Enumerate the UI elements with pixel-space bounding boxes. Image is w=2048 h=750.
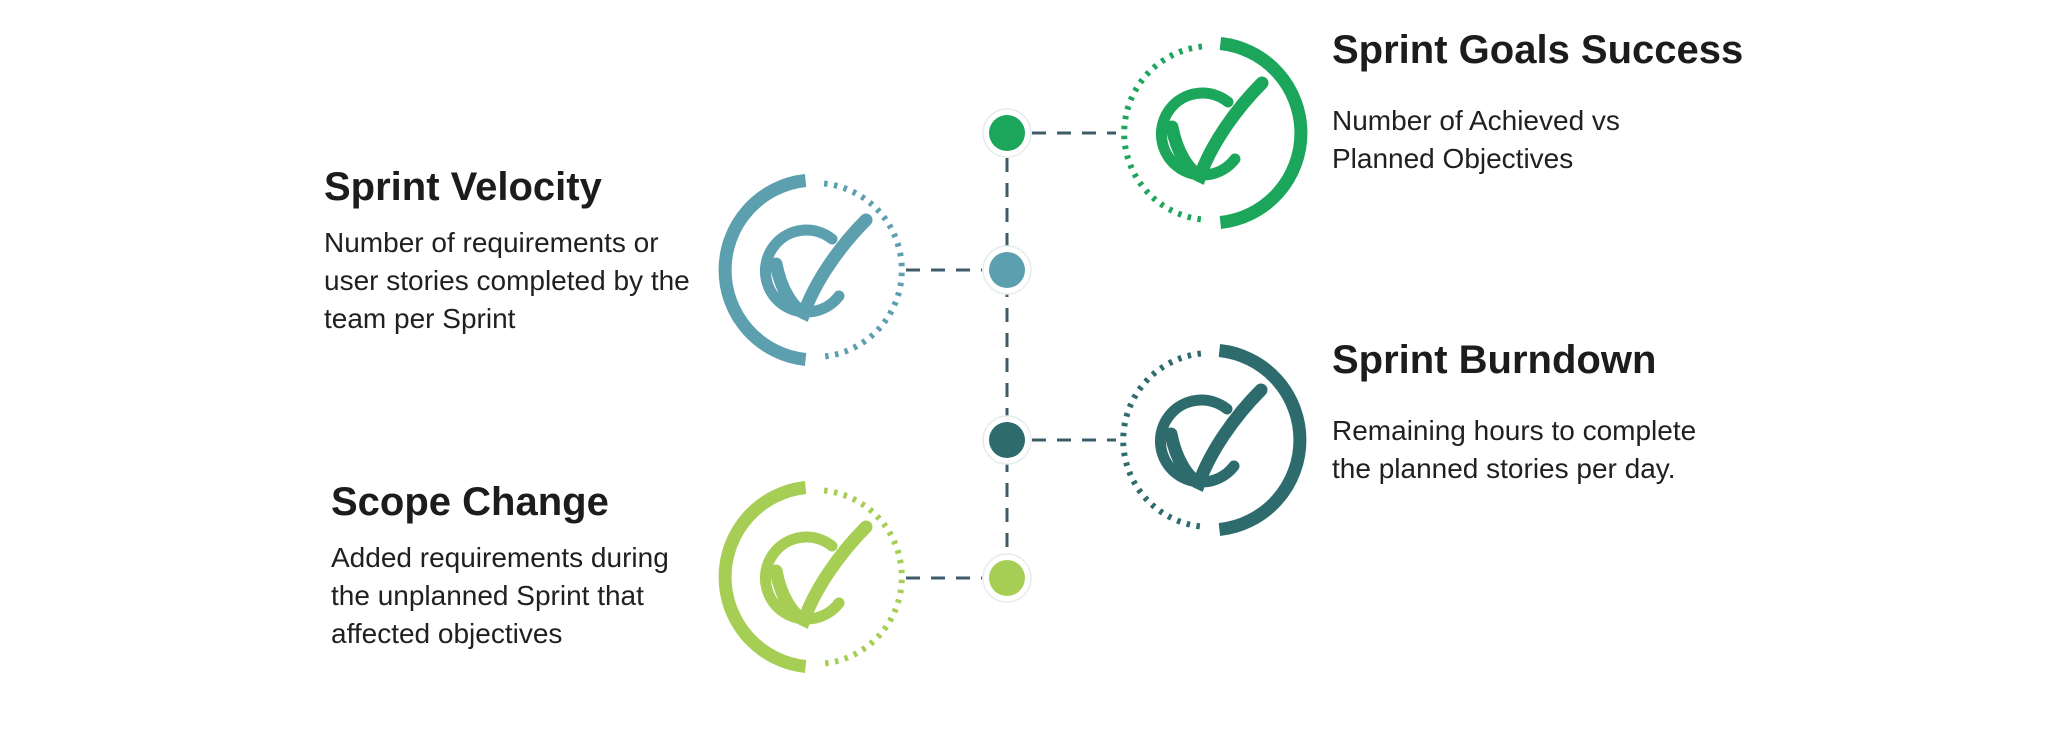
checkmark	[769, 213, 873, 322]
check-circle-strokes	[1120, 344, 1307, 536]
inner-circle	[1155, 394, 1240, 488]
timeline-dot-sprint-goals-success	[982, 108, 1032, 158]
inner-circle	[760, 531, 845, 625]
item-sprint-goals-success: Sprint Goals Success Number of Achieved …	[1332, 26, 1743, 178]
check-circle-strokes	[718, 481, 905, 673]
timeline-dot-sprint-velocity	[982, 245, 1032, 295]
check-circle-icon	[1121, 37, 1308, 229]
item-title: Sprint Goals Success	[1332, 28, 1744, 72]
dot	[989, 560, 1025, 596]
ring-solid-arc	[1219, 37, 1308, 229]
item-sprint-burndown: Sprint Burndown Remaining hours to compl…	[1332, 336, 1696, 488]
ring-solid-arc	[1218, 344, 1307, 536]
dot	[989, 252, 1025, 288]
item-title: Scope Change	[331, 480, 609, 524]
checkmark	[1164, 383, 1268, 492]
item-sprint-velocity: Sprint Velocity Number of requirements o…	[324, 163, 690, 338]
item-description: Number of requirements or user stories c…	[324, 227, 690, 334]
ring-solid-arc	[718, 481, 807, 673]
ring-dotted-arc	[823, 180, 905, 360]
mirrored-ring	[718, 481, 905, 673]
item-description: Remaining hours to complete the planned …	[1332, 415, 1697, 484]
checkmark	[1165, 76, 1269, 185]
item-description: Added requirements during the unplanned …	[331, 542, 669, 649]
check-circle-icon	[718, 481, 905, 673]
timeline-dot-scope-change	[982, 553, 1032, 603]
inner-circle	[760, 224, 845, 318]
item-scope-change: Scope Change Added requirements during t…	[331, 478, 669, 653]
item-title: Sprint Velocity	[324, 165, 602, 209]
check-circle-strokes	[1121, 37, 1308, 229]
ring-dotted-arc	[823, 487, 905, 667]
dot	[989, 422, 1025, 458]
dashed-connector-lines	[906, 131, 1116, 580]
timeline-dot-sprint-burndown	[982, 415, 1032, 465]
dot	[989, 115, 1025, 151]
check-circle-icon	[1120, 344, 1307, 536]
item-title: Sprint Burndown	[1332, 338, 1657, 382]
inner-circle	[1156, 87, 1241, 181]
check-circle-strokes	[718, 174, 905, 366]
checkmark	[769, 520, 873, 629]
check-circle-icon	[718, 174, 905, 366]
item-description: Number of Achieved vs Planned Objectives	[1332, 105, 1620, 174]
timeline-dots	[982, 108, 1032, 603]
ring-solid-arc	[718, 174, 807, 366]
mirrored-ring	[718, 174, 905, 366]
